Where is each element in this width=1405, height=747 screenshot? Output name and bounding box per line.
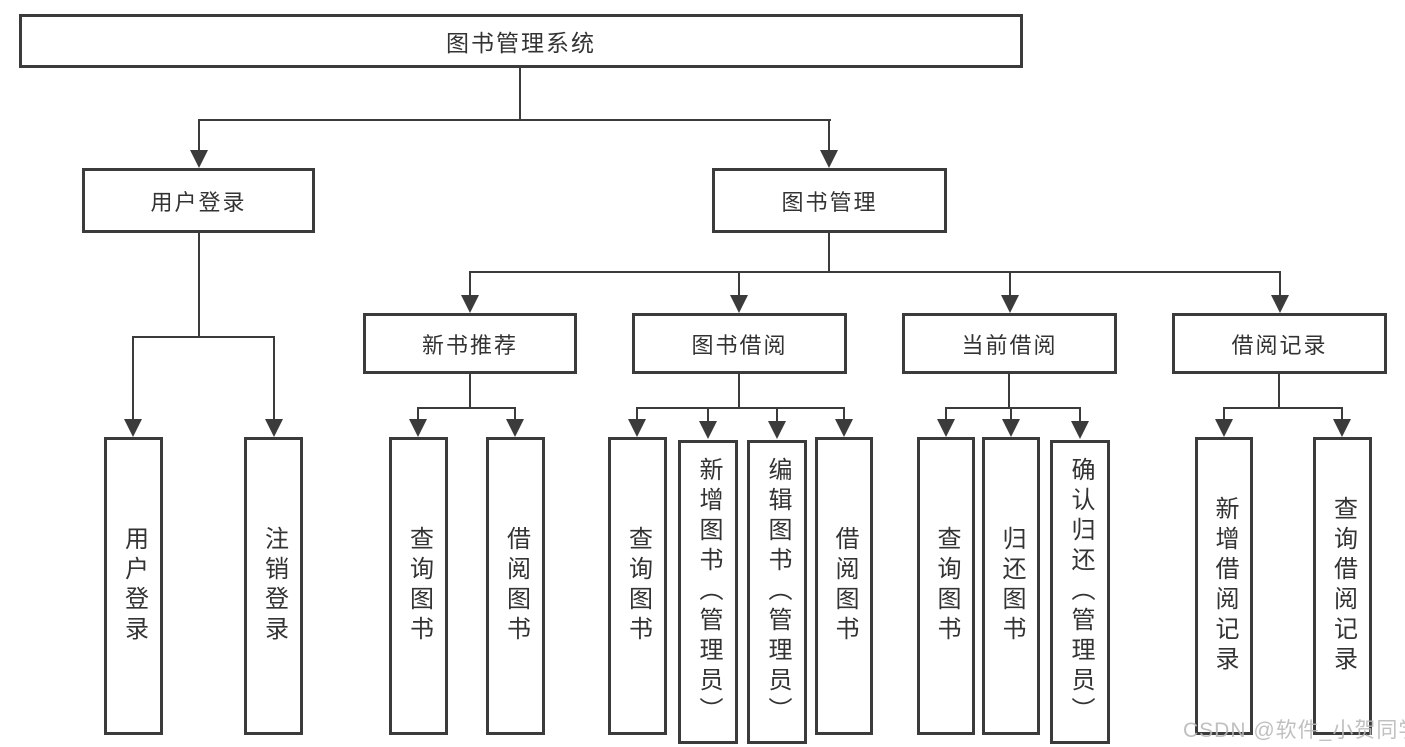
connector-line — [273, 336, 275, 420]
arrow-down-icon — [1271, 295, 1289, 313]
arrow-down-icon — [730, 295, 748, 313]
arrow-down-icon — [265, 419, 283, 437]
arrow-down-icon — [1002, 419, 1020, 437]
arrow-down-icon — [506, 419, 524, 437]
node-label: 新增借阅记录 — [1211, 496, 1238, 676]
node-label: 新增图书（管理员） — [695, 457, 722, 727]
leaf-query-books-borrowing: 查询图书 — [608, 437, 667, 735]
leaf-query-books-current: 查询图书 — [917, 437, 975, 735]
leaf-add-borrow-record: 新增借阅记录 — [1195, 437, 1253, 735]
connector-line — [945, 407, 947, 421]
node-label: 注销登录 — [260, 526, 288, 646]
node-label: 新书推荐 — [421, 332, 518, 358]
leaf-query-borrow-record: 查询借阅记录 — [1313, 437, 1372, 735]
node-new-book-recommend: 新书推荐 — [363, 313, 577, 374]
arrow-down-icon — [937, 419, 955, 437]
node-label: 归还图书 — [998, 526, 1025, 646]
node-user-login: 用户登录 — [82, 168, 315, 233]
node-label: 查询图书 — [933, 526, 960, 646]
node-library-system: 图书管理系统 — [19, 14, 1023, 68]
connector-line — [828, 119, 830, 152]
connector-line — [1223, 407, 1343, 409]
leaf-query-books-newbooks: 查询图书 — [389, 437, 448, 735]
arrow-down-icon — [1071, 421, 1089, 439]
leaf-edit-books-admin: 编辑图书（管理员） — [747, 440, 807, 744]
arrow-down-icon — [1215, 419, 1233, 437]
connector-line — [1010, 407, 1012, 421]
leaf-user-login: 用户登录 — [104, 437, 163, 735]
connector-line — [417, 407, 516, 409]
connector-line — [1079, 407, 1081, 421]
leaf-confirm-return-admin: 确认归还（管理员） — [1050, 440, 1110, 744]
node-book-management: 图书管理 — [712, 168, 947, 233]
arrow-down-icon — [124, 419, 142, 437]
arrow-down-icon — [628, 419, 646, 437]
connector-line — [132, 336, 275, 338]
connector-line — [1278, 374, 1280, 408]
node-label: 查询图书 — [405, 526, 433, 646]
connector-line — [738, 374, 740, 408]
node-label: 图书管理 — [781, 189, 878, 215]
csdn-watermark: CSDN @软件_小贺同学 — [1183, 719, 1405, 742]
node-label: 编辑图书（管理员） — [764, 457, 791, 727]
leaf-borrow-books-borrowing: 借阅图书 — [815, 437, 873, 735]
connector-line — [198, 119, 831, 121]
connector-line — [469, 374, 471, 408]
arrow-down-icon — [409, 419, 427, 437]
node-label: 借阅图书 — [502, 526, 530, 646]
connector-line — [198, 233, 200, 337]
node-label: 用户登录 — [120, 526, 148, 646]
connector-line — [636, 407, 845, 409]
node-borrow-records: 借阅记录 — [1172, 313, 1387, 374]
connector-line — [469, 271, 1281, 273]
node-label: 借阅图书 — [831, 526, 858, 646]
leaf-add-books-admin: 新增图书（管理员） — [678, 440, 738, 744]
node-label: 查询图书 — [624, 526, 652, 646]
arrow-down-icon — [190, 150, 208, 168]
arrow-down-icon — [1333, 419, 1351, 437]
connector-line — [738, 271, 740, 297]
node-current-borrowing: 当前借阅 — [902, 313, 1117, 374]
connector-line — [945, 407, 1081, 409]
connector-line — [1008, 374, 1010, 408]
node-label: 图书借阅 — [691, 332, 788, 358]
arrow-down-icon — [835, 419, 853, 437]
connector-line — [469, 271, 471, 297]
connector-line — [417, 407, 419, 421]
arrow-down-icon — [461, 295, 479, 313]
node-label: 借阅记录 — [1231, 332, 1328, 358]
connector-line — [519, 68, 521, 120]
leaf-logout: 注销登录 — [244, 437, 303, 735]
arrow-down-icon — [768, 421, 786, 439]
arrow-down-icon — [1001, 295, 1019, 313]
connector-line — [1009, 271, 1011, 297]
node-label: 确认归还（管理员） — [1067, 457, 1094, 727]
node-label: 图书管理系统 — [446, 30, 596, 56]
leaf-return-books: 归还图书 — [982, 437, 1040, 735]
node-label: 当前借阅 — [961, 332, 1058, 358]
leaf-borrow-books-newbooks: 借阅图书 — [486, 437, 545, 735]
connector-line — [132, 336, 134, 420]
node-label: 用户登录 — [150, 189, 247, 215]
connector-line — [1223, 407, 1225, 421]
connector-line — [828, 233, 830, 272]
connector-line — [776, 407, 778, 421]
connector-line — [198, 119, 200, 152]
connector-line — [636, 407, 638, 421]
arrow-down-icon — [820, 150, 838, 168]
arrow-down-icon — [699, 421, 717, 439]
connector-line — [1279, 271, 1281, 297]
connector-line — [843, 407, 845, 421]
connector-line — [514, 407, 516, 421]
connector-line — [1341, 407, 1343, 421]
node-book-borrowing: 图书借阅 — [632, 313, 847, 374]
node-label: 查询借阅记录 — [1329, 496, 1357, 676]
connector-line — [707, 407, 709, 421]
